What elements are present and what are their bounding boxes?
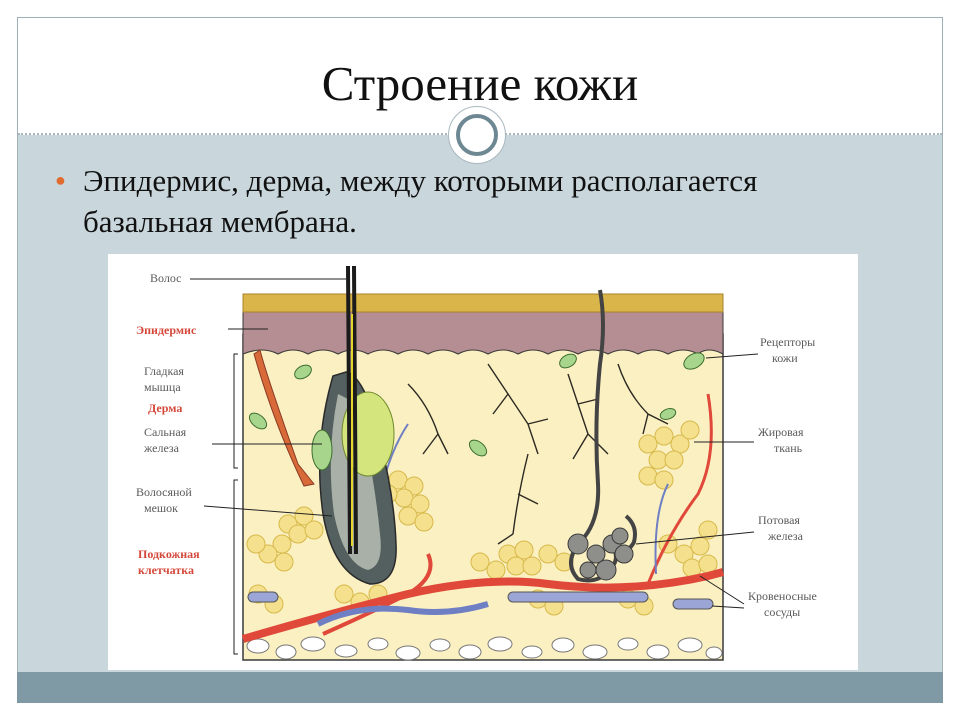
footer-bar	[17, 672, 943, 703]
label-subcutaneous-2: клетчатка	[138, 563, 194, 577]
leader-blood-vessels-1	[699, 575, 745, 605]
nerve-branches	[407, 363, 669, 545]
label-hair-follicle-1: Волосяной	[136, 485, 192, 499]
skin-receptors	[248, 352, 705, 457]
label-sebaceous-gland-1: Сальная	[144, 425, 187, 439]
vein-section-right	[672, 598, 714, 610]
label-blood-vessels-1: Кровеносные	[748, 589, 817, 603]
label-dermis: Дерма	[148, 401, 182, 415]
smooth-muscle	[253, 349, 315, 487]
label-receptors-2: кожи	[772, 351, 798, 365]
stratum-corneum	[242, 293, 724, 313]
label-epidermis: Эпидермис	[136, 323, 197, 337]
vein-section-mid	[507, 591, 649, 603]
artery	[241, 568, 725, 643]
hair-shaft	[346, 265, 358, 555]
artery-branch-right	[646, 393, 713, 585]
bullet-dot-icon: ●	[55, 170, 66, 190]
vein-section-left	[247, 591, 279, 603]
sebaceous-gland-left	[311, 429, 333, 471]
label-subcutaneous-1: Подкожная	[138, 547, 200, 561]
label-smooth-muscle-2: мышца	[144, 380, 181, 394]
label-fat-tissue-2: ткань	[774, 441, 803, 455]
layer-brackets	[233, 353, 238, 655]
leader-sweat-gland	[635, 531, 755, 545]
epidermis-layer	[242, 309, 724, 355]
slide-title: Строение кожи	[321, 56, 639, 111]
leader-receptors	[705, 353, 759, 359]
label-hair: Волос	[150, 271, 181, 285]
subcutaneous-base	[246, 636, 723, 661]
vein-branch-right	[654, 483, 669, 575]
leader-blood-vessels-2	[711, 605, 745, 609]
label-sweat-gland-2: железа	[767, 529, 804, 543]
artery-branch	[322, 553, 433, 636]
label-blood-vessels-2: сосуды	[764, 605, 800, 619]
label-hair-follicle-2: мешок	[144, 501, 178, 515]
label-receptors-1: Рецепторы	[760, 335, 815, 349]
skin-diagram: Волос Эпидермис Гладкая мышца Дерма Саль…	[108, 254, 858, 670]
leader-hair-follicle	[203, 505, 333, 517]
label-sebaceous-gland-2: железа	[143, 441, 180, 455]
vein	[316, 601, 489, 627]
label-smooth-muscle-1: Гладкая	[144, 364, 184, 378]
label-sweat-gland-1: Потовая	[758, 513, 800, 527]
title-ornament-circle	[448, 106, 506, 164]
skin-diagram-svg: Волос Эпидермис Гладкая мышца Дерма Саль…	[136, 265, 817, 661]
label-fat-tissue-1: Жировая	[758, 425, 804, 439]
sweat-gland	[567, 527, 634, 581]
bullet-text: Эпидермис, дерма, между которыми распола…	[83, 163, 758, 239]
